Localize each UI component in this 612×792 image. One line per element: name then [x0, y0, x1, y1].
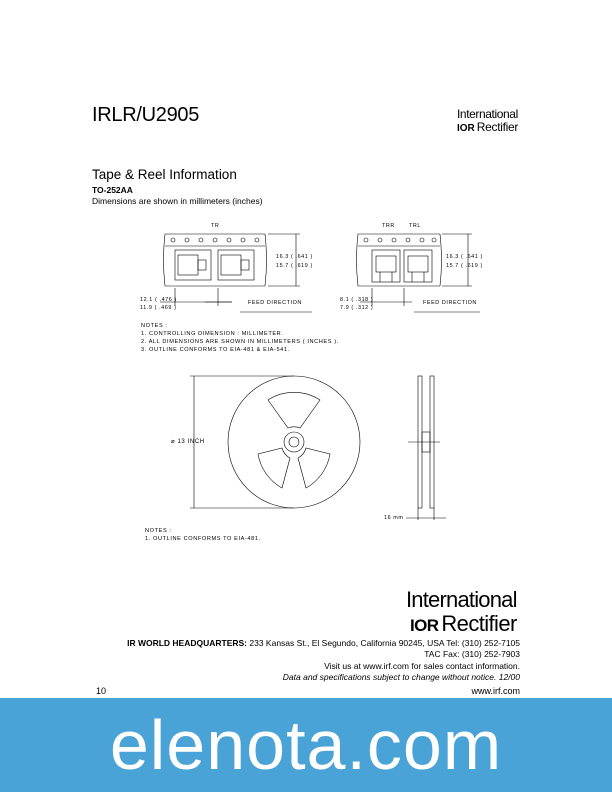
- section-title: Tape & Reel Information: [92, 167, 237, 182]
- dim-pitch-min: 11.9 ( .469 ): [140, 305, 177, 311]
- dim-width-min-right: 15.7 ( .619 ): [446, 263, 483, 269]
- package-name: TO-252AA: [92, 185, 133, 195]
- notes-heading: NOTES :: [141, 323, 168, 329]
- website-link[interactable]: www.irf.com: [471, 686, 520, 696]
- hq-address-line: IR WORLD HEADQUARTERS: 233 Kansas St., E…: [127, 638, 520, 649]
- reel-side-view: [406, 375, 446, 520]
- dim-width-min-left: 15.7 ( .619 ): [276, 263, 313, 269]
- note-item: 1. CONTROLLING DIMENSION : MILLIMETER.: [141, 331, 284, 337]
- tape-drawing-left: [160, 233, 312, 313]
- watermark-banner: [0, 698, 612, 792]
- notes-heading: NOTES :: [145, 528, 172, 534]
- dimensions-note: Dimensions are shown in millimeters (inc…: [92, 196, 263, 206]
- tape-drawing-right: [356, 233, 480, 313]
- dim-pitch2-max: 8.1 ( .318 ): [340, 297, 374, 303]
- footer-logo-international: International: [406, 587, 517, 612]
- footer-logo-rectifier-text: Rectifier: [441, 611, 517, 636]
- note-item: 1. OUTLINE CONFORMS TO EIA-481.: [145, 536, 261, 542]
- tape-label-trr: TRR: [382, 223, 395, 229]
- diameter-symbol-icon: ⌀: [171, 439, 176, 445]
- disclaimer: Data and specifications subject to chang…: [282, 671, 520, 682]
- logo-line-international: International: [457, 107, 518, 121]
- dim-pitch-max: 12.1 ( .476 ): [140, 297, 177, 303]
- tape-label-tr: TR: [211, 223, 220, 229]
- logo-rectifier-text: Rectifier: [476, 120, 519, 134]
- dim-width-max-left: 16.3 ( .641 ): [276, 254, 313, 260]
- dim-width-max-right: 16.3 ( .641 ): [446, 254, 483, 260]
- part-number-title: IRLR/U2905: [92, 104, 200, 126]
- feed-direction-right: FEED DIRECTION: [423, 300, 477, 306]
- dim-pitch2-min: 7.9 ( .312 ): [340, 305, 374, 311]
- reel-diameter-text: 13 INCH: [177, 439, 205, 445]
- reel-width-label: 16 mm: [384, 515, 404, 521]
- ior-logo-icon: IOR: [409, 616, 439, 635]
- hq-label: IR WORLD HEADQUARTERS:: [127, 638, 248, 648]
- page-number: 10: [96, 686, 107, 696]
- note-item: 2. ALL DIMENSIONS ARE SHOWN IN MILLIMETE…: [141, 339, 339, 345]
- note-item: 3. OUTLINE CONFORMS TO EIA-481 & EIA-541…: [141, 347, 290, 353]
- notes-block-1: NOTES : 1. CONTROLLING DIMENSION : MILLI…: [141, 322, 339, 354]
- hq-address: 233 Kansas St., El Segundo, California 9…: [247, 638, 520, 648]
- visit-line: Visit us at www.irf.com for sales contac…: [324, 660, 520, 671]
- ior-logo-icon: IOR: [457, 123, 475, 134]
- tape-label-trl: TRL: [409, 223, 421, 229]
- notes-block-2: NOTES : 1. OUTLINE CONFORMS TO EIA-481.: [145, 527, 261, 543]
- headquarters-info: IR WORLD HEADQUARTERS: 233 Kansas St., E…: [127, 638, 520, 683]
- feed-direction-left: FEED DIRECTION: [248, 300, 302, 306]
- watermark-text[interactable]: elenota.com: [109, 706, 503, 784]
- tac-fax: TAC Fax: (310) 252-7903: [424, 649, 520, 660]
- reel-diameter-label: ⌀ 13 INCH: [171, 438, 205, 445]
- reel-front-view: [190, 375, 361, 509]
